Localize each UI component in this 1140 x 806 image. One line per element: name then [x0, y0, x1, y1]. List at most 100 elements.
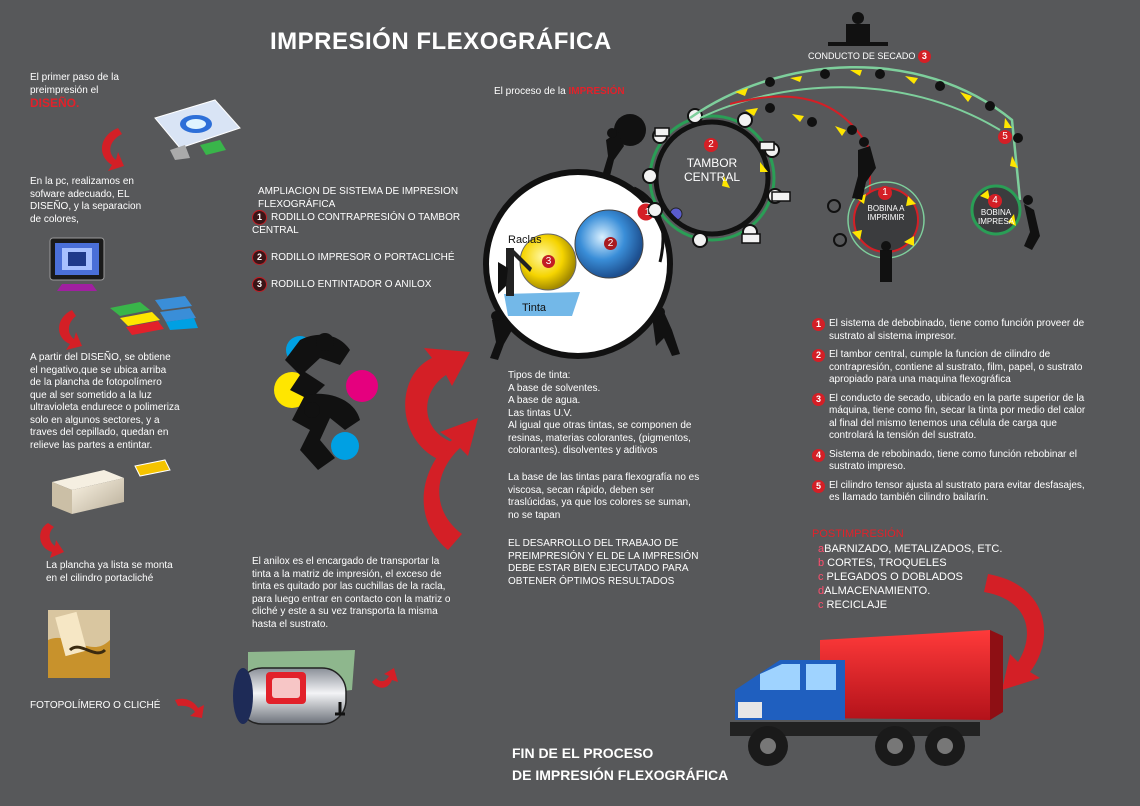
bobina-imprimir-line2: IMPRIMIR	[867, 213, 905, 222]
bobina-impresa-line2: IMPRESA	[977, 217, 1014, 226]
explanation-5-number: 5	[812, 479, 825, 493]
bobina-impresa-number: 4	[988, 194, 1002, 208]
anilox-text: El anilox es el encargado de transportar…	[252, 556, 451, 630]
explanation-item-3: 3 El conducto de secado, ubicado en la pa…	[812, 392, 1087, 443]
tinta-label: Tinta	[522, 302, 547, 314]
postimpresion-item-a-label: BARNIZADO, METALIZADOS, ETC.	[824, 543, 1003, 555]
postimpresion-item-b-label: CORTES, TROQUELES	[824, 557, 947, 569]
bobina-imprimir-label: BOBINA A IMPRIMIR	[856, 204, 916, 222]
desarrollo-text: EL DESARROLLO DEL TRABAJO DE PREIMPRESIÓ…	[508, 538, 699, 587]
page-title: IMPRESIÓN FLEXOGRÁFICA	[270, 28, 612, 55]
tintas-base-text: La base de las tintas para flexografía n…	[508, 472, 700, 521]
explanation-3-text: El conducto de secado, ubicado en la par…	[829, 392, 1086, 442]
explanation-4-number: 4	[812, 448, 825, 462]
arrow-negativo-to-plancha	[40, 523, 64, 558]
conducto-label-text: CONDUCTO DE SECADO	[808, 51, 916, 61]
explanation-2-text: El tambor central, cumple la funcion de …	[829, 349, 1083, 385]
monitor-illustration	[49, 237, 105, 291]
postimpresion-item-b: b CORTES, TROQUELES	[818, 556, 1002, 570]
arrow-to-roll	[175, 698, 204, 718]
explanation-list: 1 El sistema de debobinado, tiene como fu…	[812, 318, 1087, 505]
explanation-1-text: El sistema de debobinado, tiene como fun…	[829, 318, 1085, 342]
fin-label-line2: DE IMPRESIÓN FLEXOGRÁFICA	[512, 767, 729, 783]
fin-label: FIN DE EL PROCESO DE IMPRESIÓN FLEXOGRÁF…	[512, 742, 728, 786]
big-red-arrow-up	[405, 348, 478, 550]
postimpresion-block: POSTIMPRESIÓN aBARNIZADO, METALIZADOS, E…	[812, 528, 1002, 612]
postimpresion-item-b-letter: b	[818, 557, 825, 569]
photopolymer-photo	[48, 610, 110, 678]
postimpresion-item-d-letter: d	[818, 585, 825, 597]
pc-step-text: En la pc, realizamos en sofware adecuado…	[30, 176, 142, 225]
postimpresion-item-e: c RECICLAJE	[818, 598, 1002, 612]
bobina-imprimir-number: 1	[878, 186, 892, 200]
conducto-label: CONDUCTO DE SECADO 3	[808, 50, 935, 63]
circle-number-2: 2	[604, 237, 617, 250]
plate-box-illustration	[52, 459, 171, 514]
postimpresion-heading: POSTIMPRESIÓN	[812, 528, 904, 540]
design-step-line2: preimpresión el DISEÑO.	[30, 85, 150, 112]
postimpresion-item-d-label: ALMACENAMIENTO.	[824, 585, 931, 597]
color-separation-illustration	[110, 296, 198, 335]
conducto-number: 3	[917, 50, 931, 63]
explanation-item-2: 2 El tambor central, cumple la funcion de…	[812, 349, 1087, 387]
postimpresion-item-e-letter: c	[818, 599, 824, 611]
postimpresion-item-e-label: RECICLAJE	[823, 599, 888, 611]
ampliacion-item-1-label: RODILLO CONTRAPRESIÓN O TAMBOR CENTRAL	[252, 212, 461, 236]
explanation-2-number: 2	[812, 349, 825, 362]
postimpresion-item-c: c PLEGADOS O DOBLADOS	[818, 570, 1002, 584]
bobina-impresa-label: BOBINA IMPRESA	[974, 208, 1018, 226]
negativo-step-text: A partir del DISEÑO, se obtiene el negat…	[30, 352, 180, 451]
circle-number-1: 1	[644, 207, 651, 218]
explanation-4-text: Sistema de rebobinado, tiene como funció…	[829, 448, 1077, 473]
bobina-impresa-line1: BOBINA	[980, 208, 1012, 217]
ampliacion-item-1-number: 1	[252, 210, 267, 225]
ampliacion-item-3-label: RODILLO ENTINTADOR O ANILOX	[271, 278, 432, 290]
arrow-design-to-pc	[101, 128, 124, 171]
ampliacion-heading: AMPLIACION DE SISTEMA DE IMPRESION FLEXO…	[258, 186, 459, 210]
rewind-bobbin	[970, 184, 1040, 250]
tambor-label: TAMBOR CENTRAL	[684, 156, 740, 184]
tintas-tipos-text: Tipos de tinta: A base de solventes. A b…	[508, 370, 692, 456]
raclas-label: Raclas	[508, 234, 542, 246]
explanation-item-4: 4 Sistema de rebobinado, tiene como funci…	[812, 448, 1087, 474]
ampliacion-item-2-number: 2	[252, 249, 267, 265]
circle-number-3: 3	[542, 255, 555, 268]
design-sheet-illustration	[154, 99, 241, 160]
explanation-item-5: 5 El cilindro tensor ajusta al sustrato p…	[812, 479, 1087, 505]
design-step-line1: El primer paso de la	[30, 72, 119, 83]
design-step-highlight: DISEÑO.	[30, 96, 80, 110]
proceso-label: El proceso de la IMPRESIÓN	[494, 86, 625, 99]
tambor-label-line2: CENTRAL	[684, 170, 741, 184]
central-drum	[642, 108, 791, 248]
bobina-imprimir-line1: BOBINA A	[867, 204, 905, 213]
postimpresion-item-c-label: PLEGADOS O DOBLADOS	[823, 571, 963, 583]
truck-illustration	[730, 630, 1003, 766]
postimpresion-item-d: dALMACENAMIENTO.	[818, 584, 1002, 598]
ampliacion-item-2: 2 RODILLO IMPRESOR O PORTACLICHÉ	[252, 249, 492, 265]
explanation-3-number: 3	[812, 392, 825, 406]
explanation-5-text: El cilindro tensor ajusta al sustrato pa…	[829, 479, 1085, 504]
proceso-prefix: El proceso de la	[494, 86, 569, 97]
fotopolimero-label: FOTOPOLÍMERO O CLICHÉ	[30, 700, 161, 711]
design-step-text: El primer paso de la preimpresión el DIS…	[30, 72, 150, 112]
ampliacion-item-2-label: RODILLO IMPRESOR O PORTACLICHÉ	[271, 251, 455, 263]
figures-around-circle	[490, 114, 680, 360]
postimpresion-item-c-letter: c	[818, 571, 824, 583]
tambor-number: 2	[704, 138, 718, 152]
explanation-1-number: 1	[812, 318, 825, 331]
cmyk-figures-illustration	[274, 333, 378, 470]
explanation-item-1: 1 El sistema de debobinado, tiene como fu…	[812, 318, 1087, 343]
arrow-roll-up	[372, 668, 398, 688]
fin-label-line1: FIN DE EL PROCESO	[512, 745, 654, 761]
big-red-arrow-to-truck	[984, 574, 1045, 690]
tensor-number: 5	[998, 130, 1012, 144]
tambor-label-line1: TAMBOR	[686, 156, 738, 170]
ampliacion-item-3-number: 3	[252, 276, 267, 292]
proceso-highlight: IMPRESIÓN	[568, 86, 625, 97]
ampliacion-item-3: 3 RODILLO ENTINTADOR O ANILOX	[252, 276, 492, 292]
unwind-bobbin	[827, 137, 925, 282]
plancha-step-text: La plancha ya lista se monta en el cilin…	[46, 560, 173, 584]
